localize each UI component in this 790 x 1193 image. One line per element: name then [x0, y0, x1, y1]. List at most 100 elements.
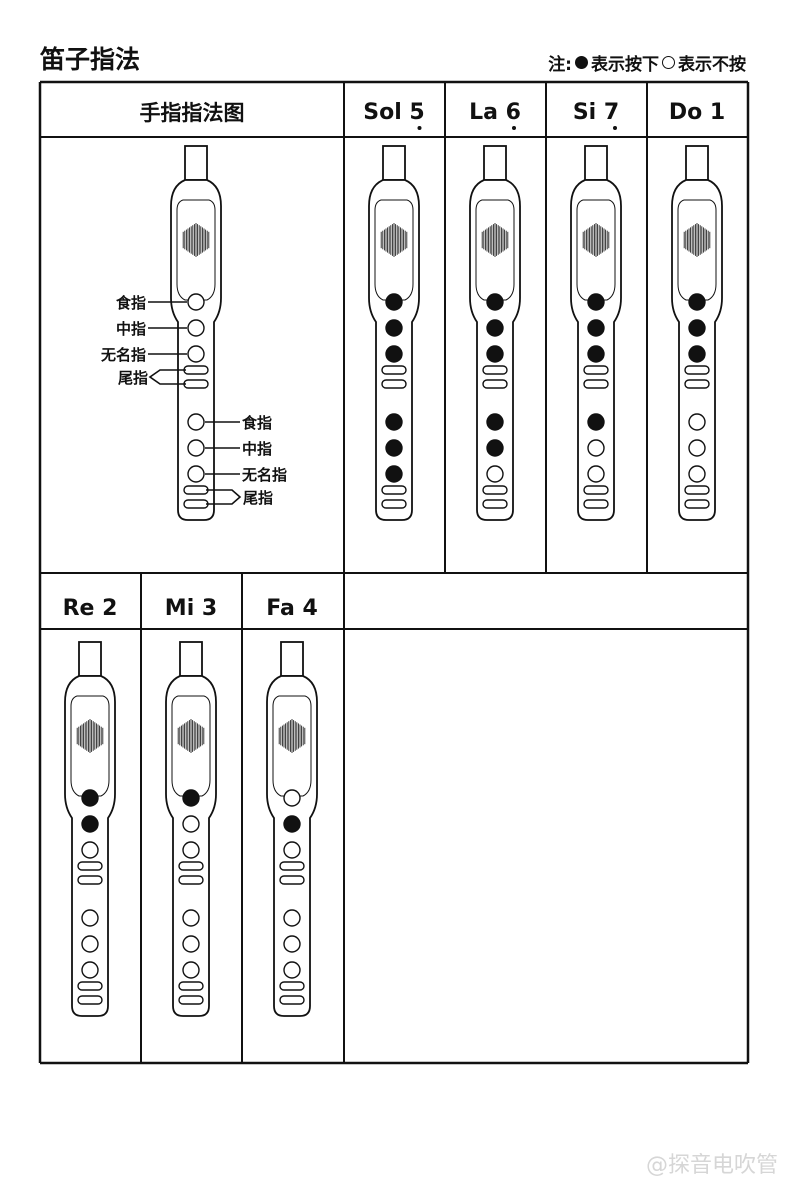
open-hole-icon: [182, 815, 200, 833]
key-slot: [178, 861, 204, 871]
note-label: Do 1: [669, 100, 725, 125]
note-label: Fa 4: [266, 596, 318, 621]
key-slot: [77, 995, 103, 1005]
key-slot: [279, 861, 305, 871]
note-name: Fa: [266, 596, 302, 621]
open-hole-icon: [182, 909, 200, 927]
page-title: 笛子指法: [40, 45, 141, 74]
key-slot: [381, 485, 407, 495]
filled-hole-icon: [486, 439, 504, 457]
open-hole-icon: [182, 841, 200, 859]
flute-inner-outline: [374, 199, 414, 301]
flute: [266, 641, 318, 1017]
filled-hole-icon: [385, 293, 403, 311]
filled-hole-icon: [385, 319, 403, 337]
finger-label: 食指: [242, 414, 272, 432]
mouthpiece: [280, 641, 304, 677]
open-hole-icon: [187, 345, 205, 363]
filled-hole-icon: [486, 345, 504, 363]
flute: [165, 641, 217, 1017]
note-name: Sol: [363, 100, 409, 125]
key-slot: [684, 379, 710, 389]
open-hole-icon: [688, 439, 706, 457]
key-slot: [482, 379, 508, 389]
note-label: Mi 3: [165, 596, 217, 621]
open-hole-icon: [187, 439, 205, 457]
label-bracket: [148, 369, 186, 385]
note-name: Do: [669, 100, 710, 125]
key-slot: [183, 379, 209, 389]
note-digit: 1: [710, 100, 725, 125]
mouthpiece: [483, 145, 507, 181]
open-hole-icon: [187, 465, 205, 483]
key-slot: [381, 499, 407, 509]
mouthpiece: [179, 641, 203, 677]
mouthpiece: [685, 145, 709, 181]
note-cell-sol: Sol 5: [363, 100, 425, 521]
filled-hole-icon: [486, 293, 504, 311]
filled-hole-icon: [486, 413, 504, 431]
mouthpiece: [78, 641, 102, 677]
filled-hole-icon: [486, 319, 504, 337]
note-label: Re 2: [63, 596, 118, 621]
note-digit: 4: [302, 596, 317, 621]
octave-dot-icon: [613, 126, 617, 130]
finger-label: 无名指: [100, 346, 146, 364]
key-slot: [279, 875, 305, 885]
open-hole-icon: [486, 465, 504, 483]
key-slot: [178, 995, 204, 1005]
note-name: Re: [63, 596, 103, 621]
note-cell-si: Si 7: [570, 100, 622, 521]
key-slot: [77, 875, 103, 885]
key-slot: [482, 365, 508, 375]
filled-hole-icon: [688, 319, 706, 337]
key-slot: [583, 365, 609, 375]
flute: [368, 145, 420, 521]
note-name: Mi: [165, 596, 202, 621]
octave-dot-icon: [512, 126, 516, 130]
filled-hole-icon: [688, 293, 706, 311]
note-cell-fa: Fa 4: [266, 596, 318, 1017]
key-slot: [684, 485, 710, 495]
note-cell-la: La 6: [469, 100, 521, 521]
open-hole-icon: [587, 465, 605, 483]
legend-pressed-text: 表示按下: [591, 55, 659, 75]
flute: [671, 145, 723, 521]
finger-label: 无名指: [241, 466, 287, 484]
mouthpiece: [584, 145, 608, 181]
legend-prefix: 注:: [548, 55, 572, 75]
filled-hole-icon: [81, 815, 99, 833]
note-name: Si: [573, 100, 604, 125]
key-slot: [183, 499, 209, 509]
key-slot: [583, 499, 609, 509]
filled-hole-icon: [587, 345, 605, 363]
note-digit: 5: [409, 100, 424, 125]
open-hole-icon: [187, 293, 205, 311]
note-digit: 3: [202, 596, 217, 621]
flute: [469, 145, 521, 521]
note-label: La 6: [469, 100, 521, 125]
open-hole-icon: [688, 413, 706, 431]
open-hole-icon: [283, 841, 301, 859]
open-hole-icon: [283, 789, 301, 807]
filled-hole-icon: [385, 345, 403, 363]
flute-inner-outline: [176, 199, 216, 301]
flute-inner-outline: [70, 695, 110, 797]
key-slot: [381, 379, 407, 389]
flute-inner-outline: [171, 695, 211, 797]
open-hole-icon: [182, 935, 200, 953]
diagram-header: 手指指法图: [140, 101, 245, 125]
octave-dot-icon: [417, 126, 422, 130]
filled-hole-icon: [587, 319, 605, 337]
open-hole-icon: [81, 909, 99, 927]
open-hole-icon: [587, 439, 605, 457]
legend-open-text: 表示不按: [678, 55, 746, 75]
note-cell-mi: Mi 3: [165, 596, 217, 1017]
watermark: @探音电吹管: [645, 1153, 778, 1178]
open-hole-icon: [81, 961, 99, 979]
filled-hole-icon: [385, 465, 403, 483]
key-slot: [178, 981, 204, 991]
open-hole-icon: [81, 841, 99, 859]
